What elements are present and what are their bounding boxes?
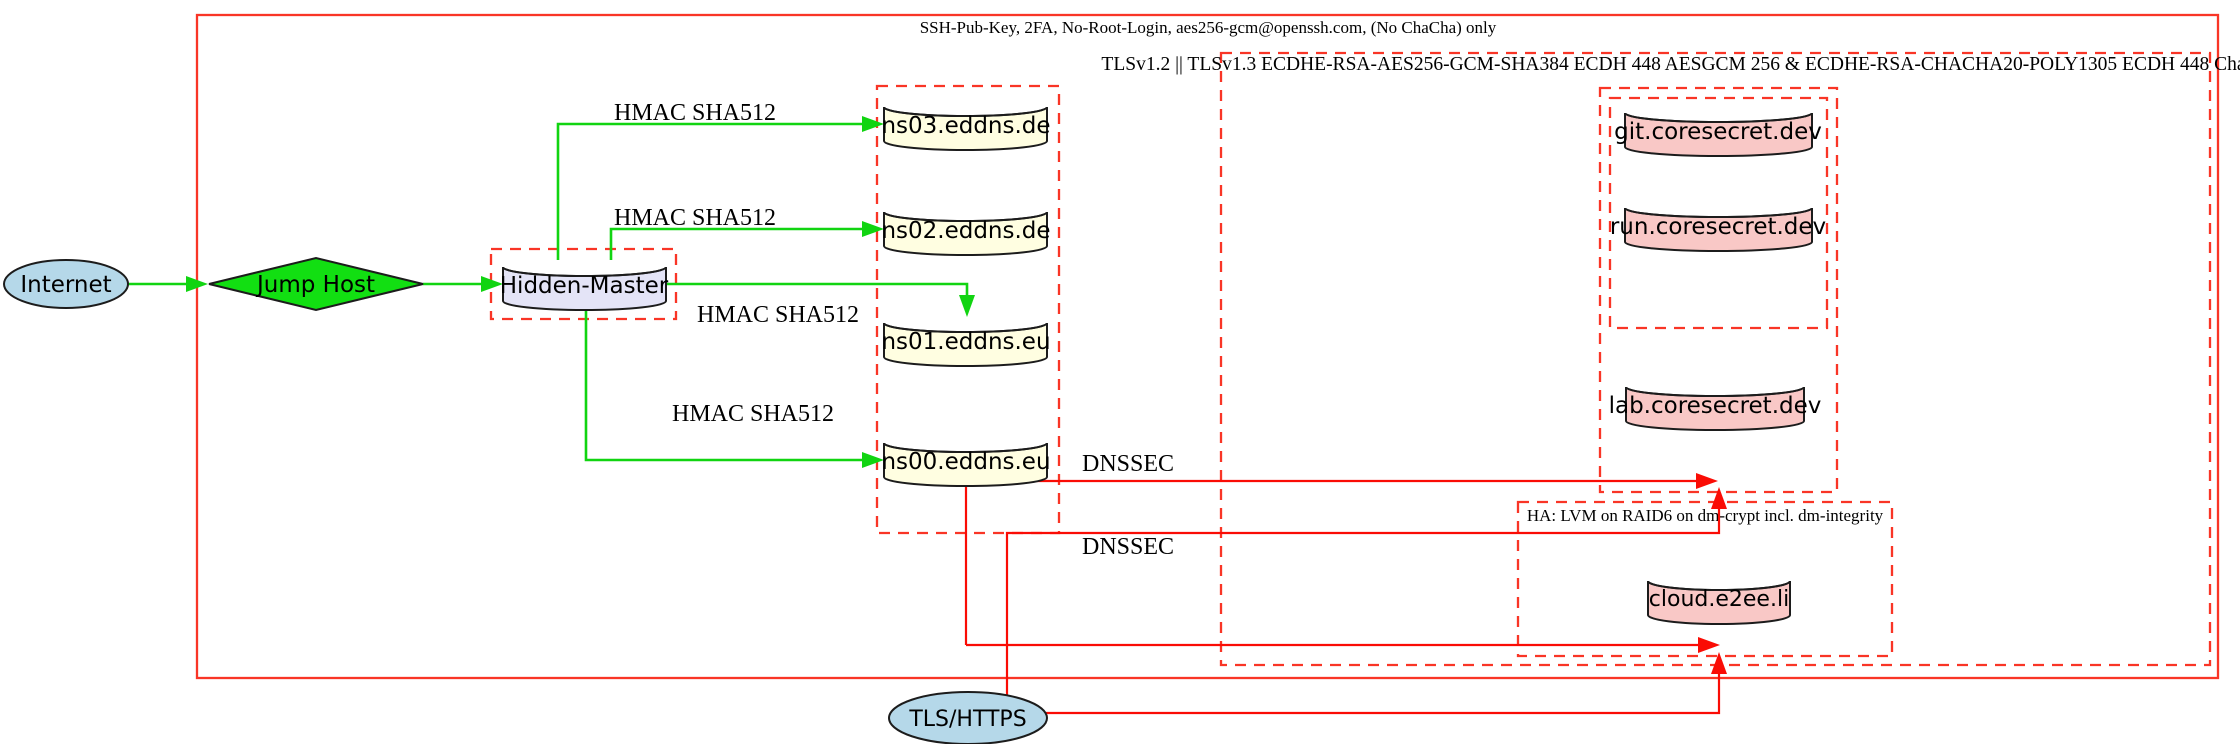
arrowhead-internet-jumphost [186,276,208,292]
arrowhead-master-ns03 [862,116,884,132]
edge-master-ns01 [666,282,969,296]
node-label-lab: lab.coresecret.dev [1609,393,1822,419]
cluster-ssh: SSH-Pub-Key, 2FA, No-Root-Login, aes256-… [195,13,2220,680]
node-cloud: cloud.e2ee.li [1647,580,1791,625]
node-label-cloud: cloud.e2ee.li [1649,587,1789,612]
node-label-tls-https: TLS/HTTPS [908,707,1026,732]
lab-cylinder-rim [1625,386,1805,397]
arrowhead-tlshttps-ha [1711,652,1727,674]
node-label-ns03: ns03.eddns.de [881,113,1050,139]
arrowhead-dnssec-lower [1698,637,1720,653]
edge-tlshttps-ha [1043,674,1721,715]
node-jump-host: Jump Host [208,256,424,312]
edge-label-hmac-ns00: HMAC SHA512 [672,401,834,427]
node-ns00: ns00.eddns.eu [881,442,1051,487]
cluster-ssh-border [195,13,2220,680]
node-git: git.coresecret.dev [1614,112,1822,157]
cluster-dns-border [875,84,1061,535]
node-label-internet: Internet [20,272,111,298]
git-cylinder-rim [1624,112,1813,123]
node-label-jump-host: Jump Host [255,272,375,298]
edge-master-ns03 [556,122,862,260]
node-label-run: run.coresecret.dev [1610,214,1826,240]
cluster-coresecret-outer-border [1598,86,1839,494]
arrowhead-master-ns00 [862,452,884,468]
node-label-ns01: ns01.eddns.eu [881,329,1050,355]
edge-label-hmac-ns02: HMAC SHA512 [614,205,776,231]
node-label-hidden-master: Hidden-Master [500,273,669,299]
hidden-master-cylinder-rim [502,266,667,277]
internet-ellipse [3,259,129,309]
arrowhead-master-ns02 [862,221,884,237]
arrowhead-tlshttps-coresecret [1711,487,1727,509]
jump-host-diamond [208,256,424,312]
cluster-ssh-label: SSH-Pub-Key, 2FA, No-Root-Login, aes256-… [920,18,1497,37]
tls-https-ellipse [888,691,1048,744]
node-label-ns02: ns02.eddns.de [881,218,1050,244]
edge-label-hmac-ns03: HMAC SHA512 [614,100,776,126]
cluster-ha: HA: LVM on RAID6 on dm-crypt incl. dm-in… [1516,500,1894,658]
cluster-coresecret-inner-border [1608,96,1829,330]
node-ns03: ns03.eddns.de [881,106,1051,151]
ns02-cylinder-rim [883,211,1048,222]
node-label-git: git.coresecret.dev [1614,119,1822,145]
edges-green [128,116,975,468]
run-cylinder-rim [1624,207,1813,218]
arrowhead-master-ns01 [959,295,975,317]
edge-label-hmac-ns01: HMAC SHA512 [697,302,859,328]
edge-label-dnssec-lower: DNSSEC [1082,534,1174,560]
ns00-cylinder-rim [883,442,1048,453]
node-lab: lab.coresecret.dev [1609,386,1822,431]
node-internet: Internet [3,259,129,309]
node-tls-https: TLS/HTTPS [888,691,1048,744]
node-label-ns00: ns00.eddns.eu [881,449,1050,475]
node-run: run.coresecret.dev [1610,207,1826,252]
edge-master-ns02 [609,227,862,260]
node-hidden-master: Hidden-Master [500,266,669,311]
cluster-ha-border [1516,500,1894,658]
node-ns02: ns02.eddns.de [881,211,1051,256]
edge-label-dnssec-upper: DNSSEC [1082,451,1174,477]
edge-master-ns00 [584,306,862,462]
ns01-cylinder-rim [883,322,1048,333]
edge-tlshttps-coresecret [1005,509,1721,695]
cluster-ha-label: HA: LVM on RAID6 on dm-crypt incl. dm-in… [1527,506,1884,525]
node-ns01: ns01.eddns.eu [881,322,1051,367]
cloud-cylinder-rim [1647,580,1791,591]
ns03-cylinder-rim [883,106,1048,117]
cluster-tls-label: TLSv1.2 || TLSv1.3 ECDHE-RSA-AES256-GCM-… [1101,54,2240,75]
arrowhead-dnssec-upper [1696,473,1718,489]
edge-labels: HMAC SHA512 HMAC SHA512 HMAC SHA512 HMAC… [614,100,1174,560]
arrowhead-jumphost-master [481,276,503,292]
